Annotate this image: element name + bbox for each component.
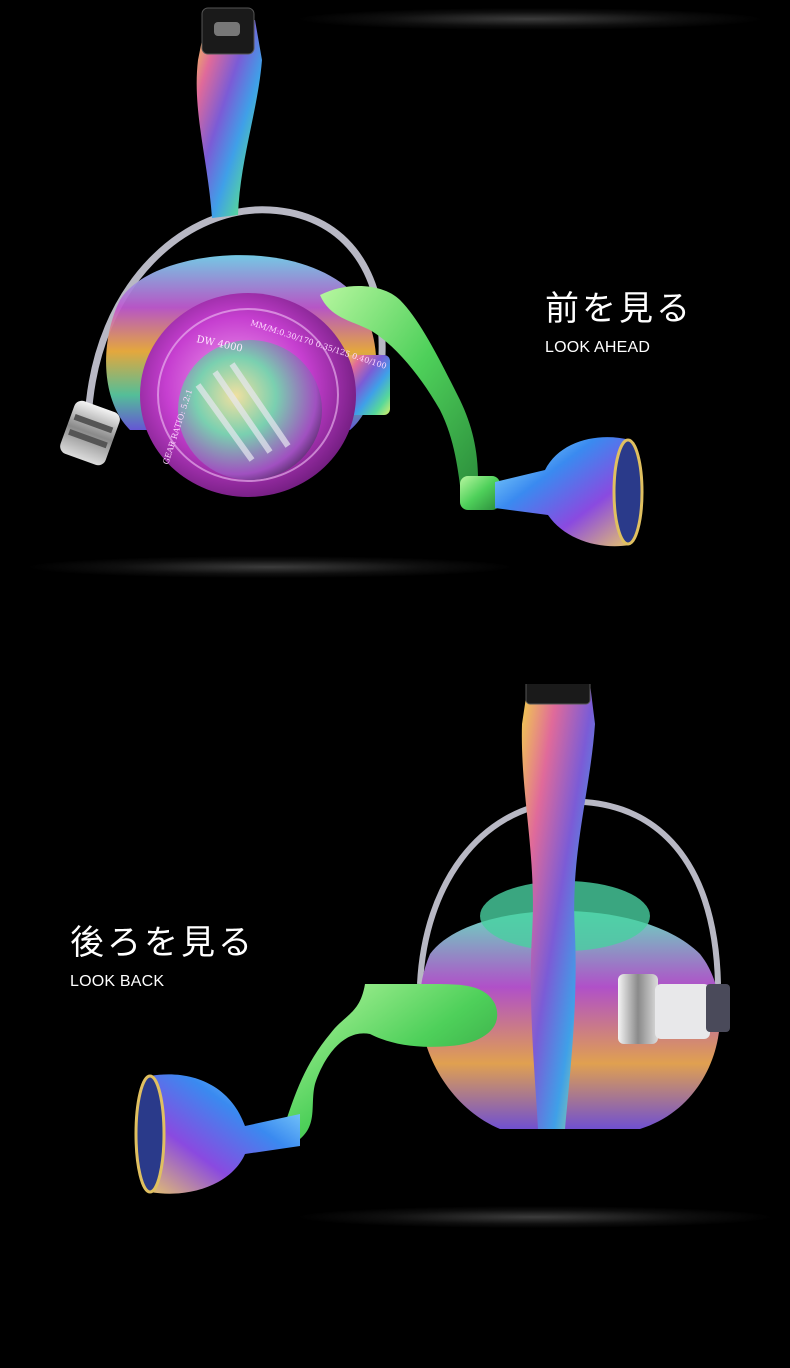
front-title-en: LOOK AHEAD	[545, 339, 651, 356]
floor-shadow-top	[300, 8, 760, 30]
handle-stem	[196, 20, 262, 218]
handle-knob-back	[136, 1074, 300, 1194]
bail-arm-right	[345, 355, 390, 415]
side-cap-back	[618, 974, 730, 1044]
knob-face-back	[134, 1074, 166, 1194]
handle-cap-back	[525, 684, 591, 705]
reel-back-image	[134, 684, 730, 1194]
front-view-section: DW 4000 MM/M:0.30/170 0.35/125 0.40/100 …	[30, 7, 760, 578]
hub-ribs	[195, 362, 291, 462]
knob-face	[612, 438, 644, 546]
crank-joint	[460, 476, 500, 510]
handle-knob	[495, 437, 642, 547]
reel-front-image: DW 4000 MM/M:0.30/170 0.35/125 0.40/100 …	[60, 7, 644, 547]
line-roller	[60, 400, 120, 466]
front-title-jp: 前を見る	[545, 289, 693, 329]
spool-model-text: DW 4000	[195, 334, 243, 355]
front-caption: 前を見る LOOK AHEAD	[545, 292, 693, 356]
handle-cap-slot	[214, 22, 240, 36]
back-title-jp: 後ろを見る	[70, 923, 255, 963]
floor-shadow-bottom	[30, 556, 510, 578]
back-view-section: 後ろを見る LOOK BACK	[0, 684, 790, 1368]
back-title-en: LOOK BACK	[70, 973, 165, 990]
handle-stem-back	[521, 684, 595, 1129]
floor-shadow-bottom-2	[300, 1206, 770, 1228]
crank-arm-back	[285, 984, 498, 1139]
back-caption: 後ろを見る LOOK BACK	[70, 926, 255, 990]
